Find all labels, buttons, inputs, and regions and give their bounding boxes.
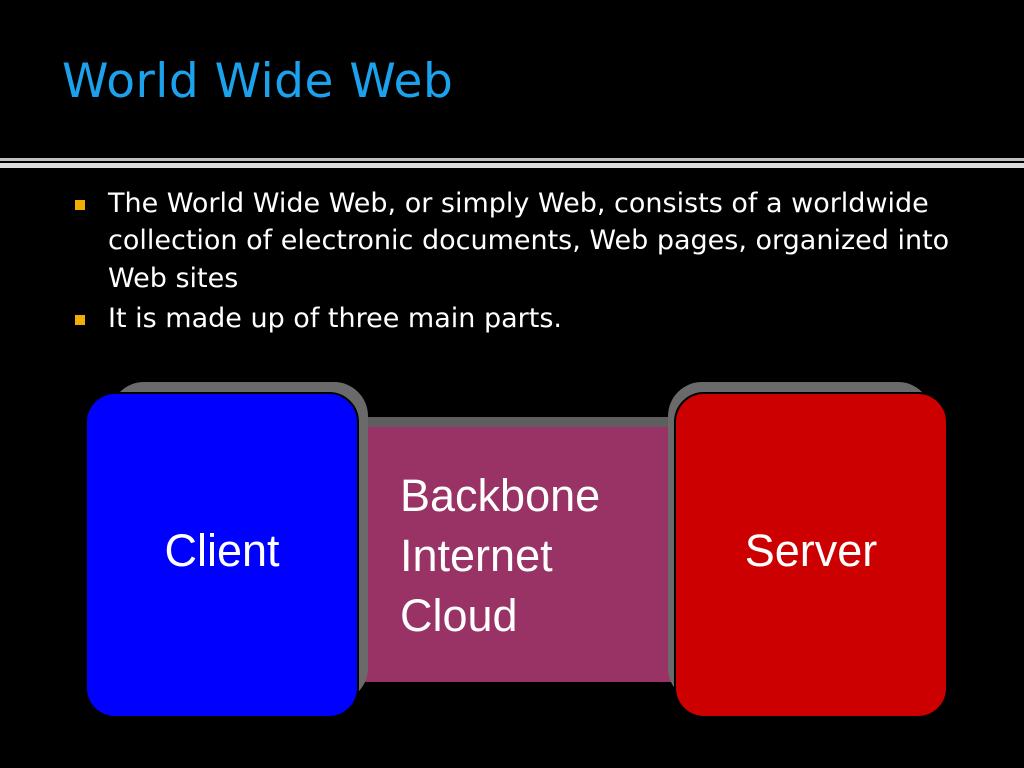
bullet-item: The World Wide Web, or simply Web, consi… (72, 185, 953, 297)
square-bullet-icon (75, 314, 85, 325)
client-label: Client (164, 525, 280, 576)
bullet-text: The World Wide Web, or simply Web, consi… (108, 188, 950, 294)
client-box: Client (85, 392, 359, 718)
backbone-line-3: Cloud (400, 590, 518, 641)
server-box: Server (674, 392, 948, 718)
backbone-label: Backbone Internet Cloud (400, 466, 600, 646)
title-divider-thick (0, 163, 1024, 168)
backbone-line-2: Internet (400, 530, 553, 581)
slide-title: World Wide Web (62, 54, 454, 109)
bullet-item: It is made up of three main parts. (72, 300, 972, 337)
server-label: Server (744, 525, 878, 576)
bullet-text: It is made up of three main parts. (108, 302, 562, 334)
bullet-list: The World Wide Web, or simply Web, consi… (72, 185, 972, 340)
title-divider-thin (0, 158, 1024, 161)
square-bullet-icon (75, 200, 85, 210)
backbone-line-1: Backbone (400, 470, 601, 521)
